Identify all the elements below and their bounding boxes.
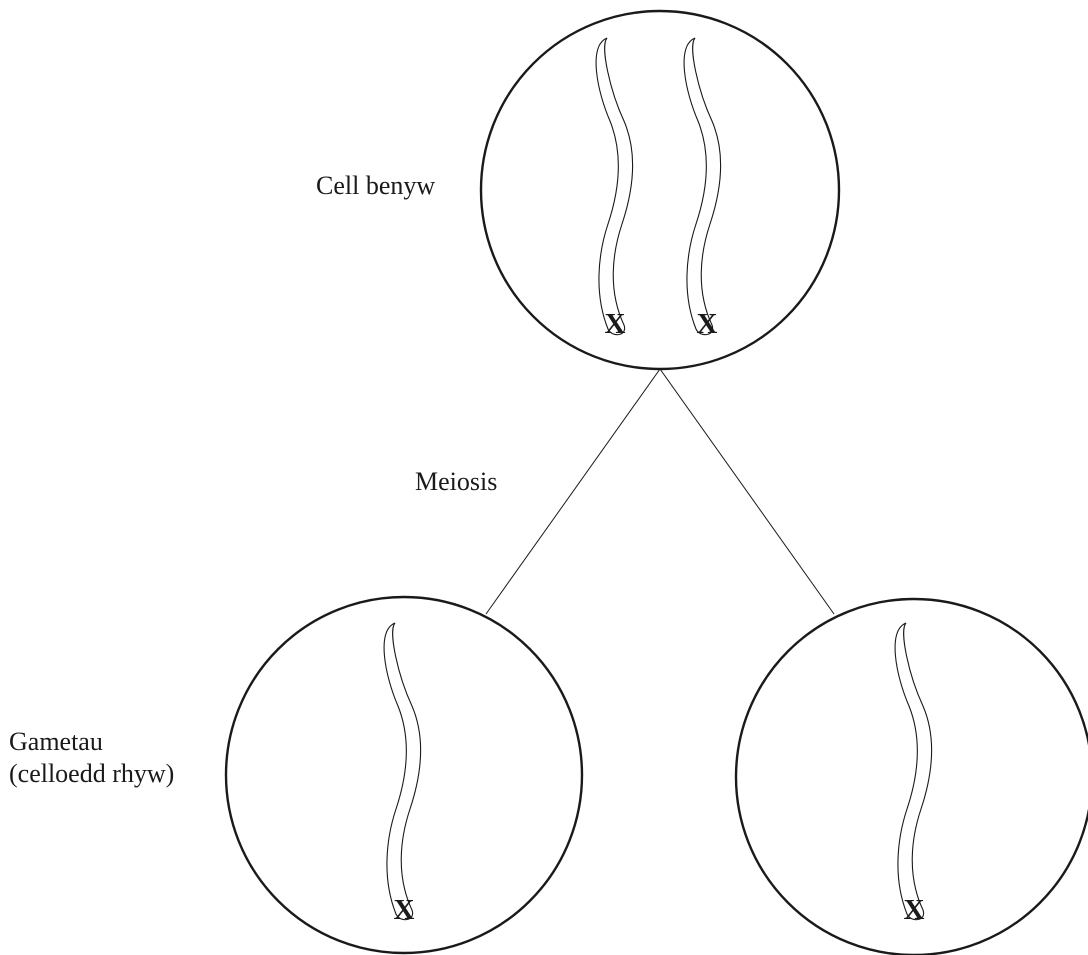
branch-line-left: [486, 369, 660, 614]
parent-chromosome-label-2: X: [697, 308, 718, 340]
meiosis-label: Meiosis: [415, 466, 497, 497]
parent-chromosome-1: [596, 38, 633, 335]
gamete-1-chromosome: [384, 623, 421, 920]
gametes-label-line1: Gametau: [9, 726, 103, 757]
gametes-label-line2: (celloedd rhyw): [9, 758, 174, 789]
parent-chromosome-label-1: X: [605, 308, 626, 340]
gamete-2-chromosome: [895, 623, 932, 920]
parent-cell: [481, 11, 839, 369]
parent-cell-label: Cell benyw: [316, 170, 435, 201]
gamete-2-chromosome-label: X: [904, 894, 925, 926]
parent-chromosome-2: [684, 38, 721, 335]
gamete-1-chromosome-label: X: [394, 894, 415, 926]
branch-line-right: [660, 369, 834, 614]
